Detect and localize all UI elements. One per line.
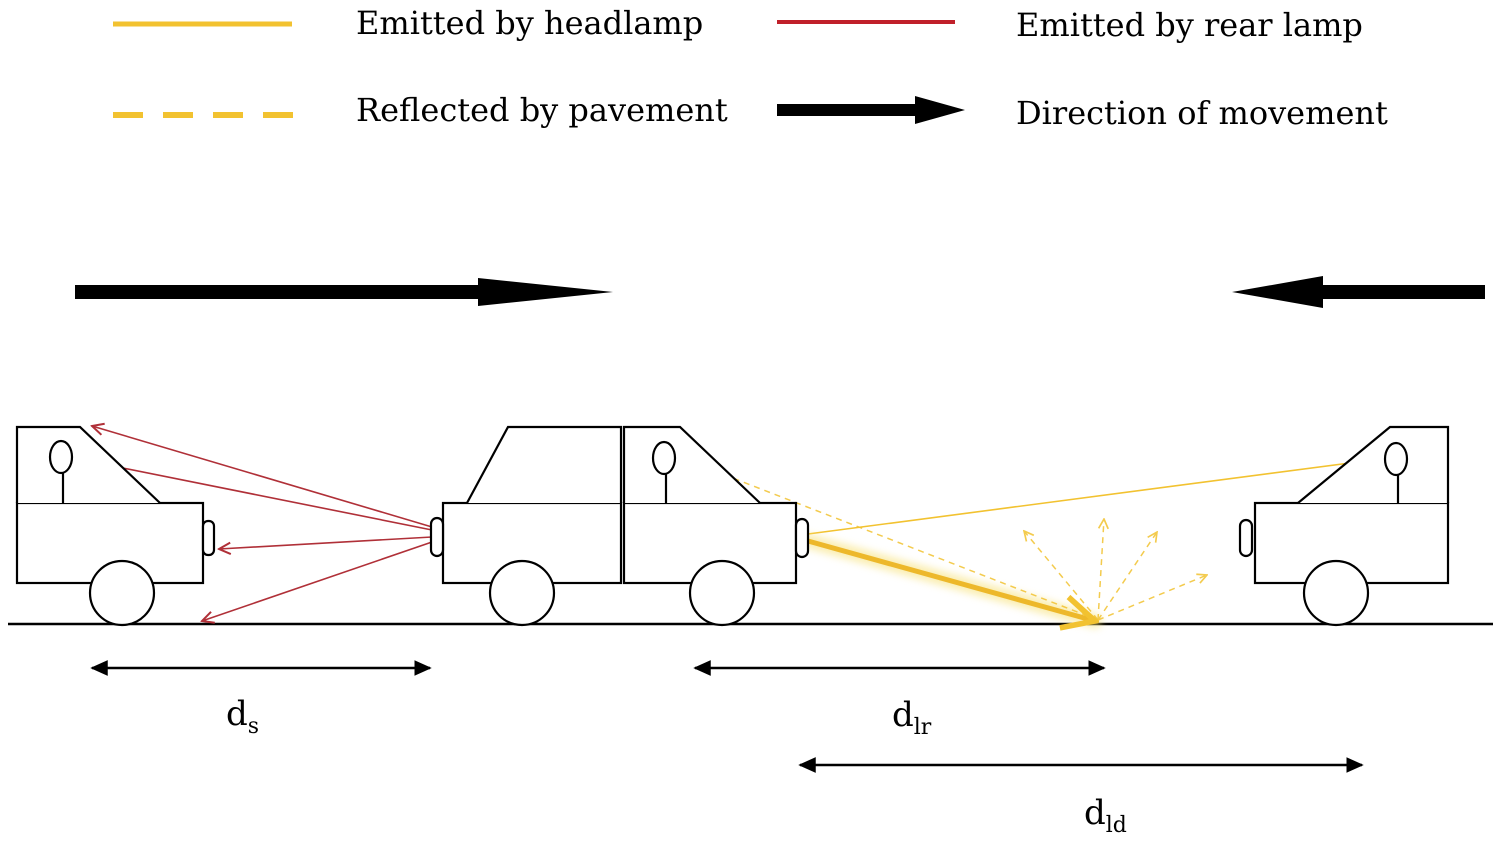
headlamp-icon xyxy=(1238,518,1254,558)
dimension-ds-label: ds xyxy=(226,694,259,739)
dimension-dlr: dlr xyxy=(693,660,1106,740)
car-following xyxy=(429,425,623,627)
headlamp-pavement-ray xyxy=(807,538,1095,621)
dimension-ds-main: d xyxy=(226,694,248,734)
reflected-ray xyxy=(1097,519,1104,621)
headlamp-rays xyxy=(676,456,1388,621)
headlamp-direct-ray xyxy=(807,458,1388,535)
legend-direction-label: Direction of movement xyxy=(1016,94,1388,132)
wheel-icon xyxy=(488,559,556,627)
legend-pavement-label: Reflected by pavement xyxy=(356,91,728,129)
wheel-icon xyxy=(688,559,756,627)
direction-arrow-left-icon xyxy=(1232,276,1485,308)
dimension-ds: ds xyxy=(90,660,432,739)
legend-headlamp-label: Emitted by headlamp xyxy=(356,4,703,42)
car-opposing xyxy=(1238,425,1450,627)
dimension-dld-main: d xyxy=(1084,793,1106,833)
rear-lamp-icon xyxy=(201,519,216,557)
rear-lamp-ray xyxy=(202,541,433,621)
driver-head-icon xyxy=(1383,441,1409,477)
legend-pavement: Reflected by pavement xyxy=(113,91,728,129)
legend-direction-arrow-icon xyxy=(777,96,965,124)
reflected-ray xyxy=(1097,575,1207,621)
reflected-ray xyxy=(676,456,1099,621)
rear-lamp-ray xyxy=(78,459,433,531)
dimension-dlr-main: d xyxy=(892,695,914,735)
dimension-ds-sub: s xyxy=(248,714,259,739)
legend-rear-lamp-label: Emitted by rear lamp xyxy=(1016,6,1363,44)
dimension-dld-sub: ld xyxy=(1106,813,1127,838)
dimension-dld-label: dld xyxy=(1084,793,1127,838)
legend-rear-lamp: Emitted by rear lamp xyxy=(777,6,1363,44)
rear-lamp-ray xyxy=(92,426,433,528)
reflected-ray xyxy=(1097,532,1157,621)
car-headlamp-source xyxy=(622,425,810,627)
legend-direction: Direction of movement xyxy=(777,94,1388,132)
dimension-dlr-sub: lr xyxy=(914,715,932,740)
reflected-ray xyxy=(1024,531,1099,621)
rear-lamp-rays xyxy=(78,426,433,621)
legend: Emitted by headlamp Emitted by rear lamp… xyxy=(113,4,1388,132)
dimension-dlr-label: dlr xyxy=(892,695,932,740)
wheel-icon xyxy=(1302,559,1370,627)
legend-headlamp: Emitted by headlamp xyxy=(113,4,703,42)
direction-arrow-right-icon xyxy=(75,278,613,306)
rear-lamp-ray xyxy=(219,536,433,549)
dimension-dld: dld xyxy=(798,757,1364,838)
wheel-icon xyxy=(88,559,156,627)
car-lead xyxy=(15,425,216,627)
headlamp-icon xyxy=(794,517,810,559)
driver-head-icon xyxy=(651,440,677,476)
driver-head-icon xyxy=(48,439,74,475)
rear-lamp-icon xyxy=(429,516,445,558)
